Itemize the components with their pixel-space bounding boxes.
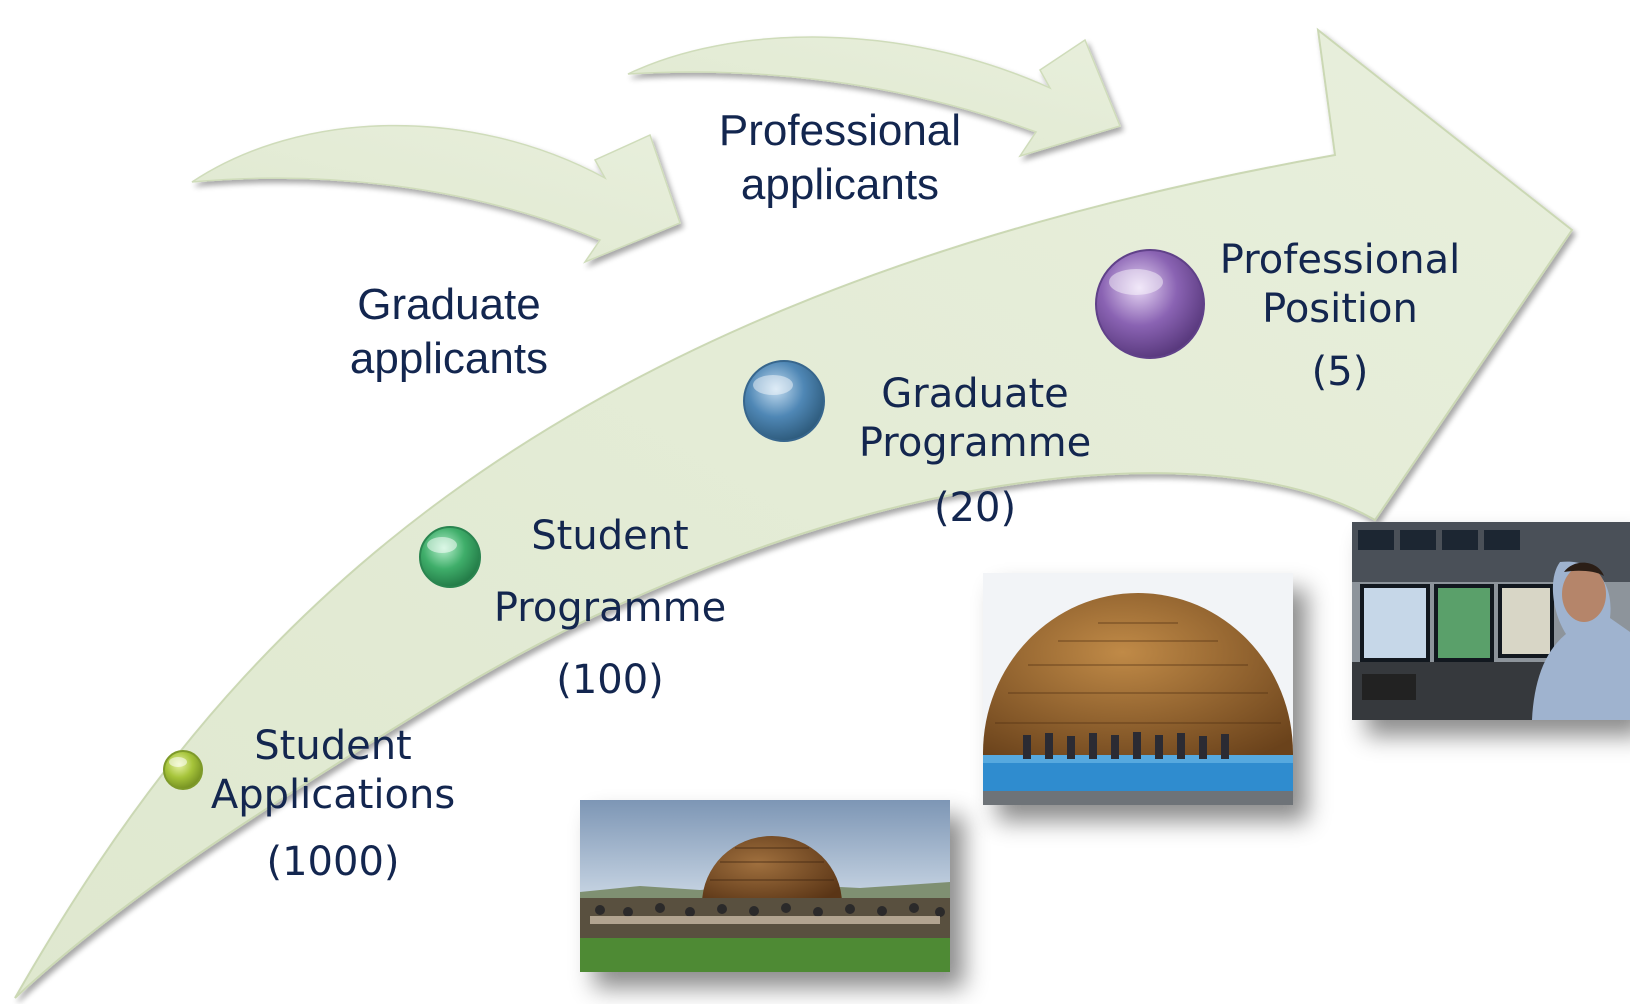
stage-title-line1: Professional (1219, 237, 1461, 283)
stage-student-programme: Student Programme (100) (480, 500, 740, 716)
professional-applicants-line1: Professional (718, 106, 962, 155)
stage-count: (5) (1311, 348, 1369, 395)
stage-student-applications: Student Applications (1000) (200, 722, 466, 886)
graduate-group-photo-image (983, 573, 1293, 805)
stage-title-line2: Applications (210, 771, 456, 818)
stage-count: (20) (933, 484, 1017, 531)
stage-professional-position: Professional Position (5) (1210, 236, 1470, 396)
stage-title-line2: Programme (858, 419, 1092, 466)
professional-control-room-image (1352, 522, 1630, 720)
milestone-dot-graduate-programme (743, 360, 825, 442)
professional-curved-arrow (627, 36, 1122, 158)
graduate-curved-arrow (191, 124, 681, 264)
stage-graduate-programme: Graduate Programme (20) (845, 370, 1105, 532)
stage-title-line2: Position (1262, 285, 1418, 332)
professional-control-room-photo (1352, 522, 1630, 720)
stage-count: (100) (556, 657, 664, 703)
professional-applicants-line2: applicants (740, 159, 940, 209)
graduate-applicants-line2: applicants (349, 333, 549, 383)
stage-title-line2: Programme (493, 585, 727, 631)
professional-applicants-label: Professional applicants (700, 104, 980, 211)
stage-title-line1: Student (531, 513, 689, 559)
stage-count: (1000) (266, 838, 400, 885)
stage-title-line1: Graduate (881, 371, 1069, 417)
student-group-photo-image (580, 800, 950, 972)
graduate-applicants-line1: Graduate (357, 280, 541, 329)
stage-title-line1: Student (254, 723, 412, 769)
milestone-dot-student-applications (163, 750, 203, 790)
student-group-photo (580, 800, 950, 972)
milestone-dot-student-programme (419, 526, 481, 588)
graduate-applicants-label: Graduate applicants (334, 278, 564, 385)
milestone-dot-professional-position (1095, 249, 1205, 359)
graduate-group-photo (983, 573, 1293, 805)
